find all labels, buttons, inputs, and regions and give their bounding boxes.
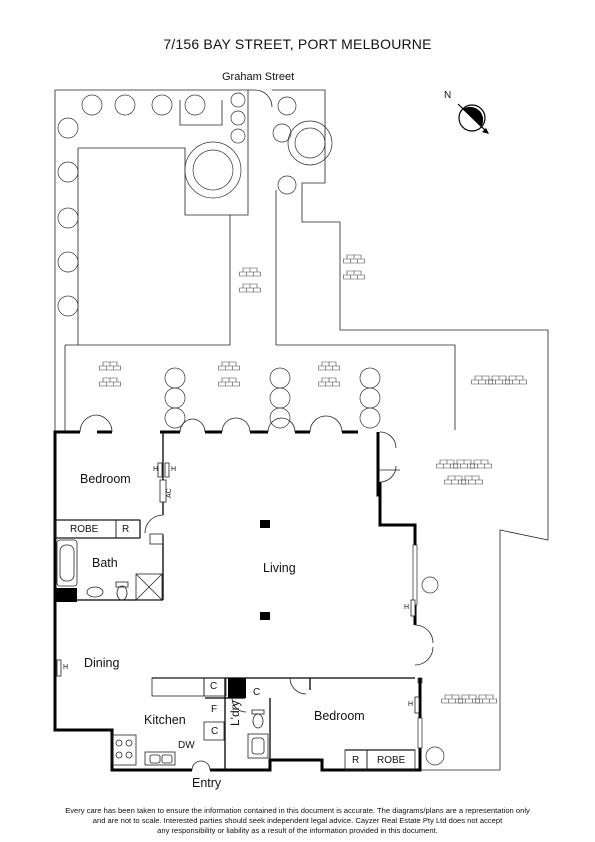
ac-label: AC: [166, 488, 173, 498]
room-kitchen: Kitchen: [144, 713, 186, 727]
disclaimer-line-3: any responsibility or liability as a res…: [157, 826, 438, 835]
heater-label-2: H: [171, 466, 177, 473]
bathroom-fixtures: [56, 533, 164, 601]
room-bedroom-1: Bedroom: [80, 472, 131, 486]
garden-trees: [57, 92, 445, 766]
disclaimer: Every care has been taken to ensure the …: [8, 806, 587, 836]
dishwasher-label: DW: [178, 740, 195, 751]
heater-label-1: H: [153, 466, 159, 473]
site-boundary: [54, 89, 549, 771]
cupboard-label-2: C: [253, 687, 261, 698]
room-living: Living: [263, 561, 296, 575]
compass-north-label: N: [444, 90, 452, 101]
robe-r-label-1: R: [122, 524, 130, 535]
exterior-walls: [53, 430, 422, 772]
heater-label-4: H: [404, 604, 410, 611]
disclaimer-line-2: and are not to scale. Interested parties…: [92, 816, 503, 825]
plan-title: 7/156 BAY STREET, PORT MELBOURNE: [163, 36, 432, 52]
wall-blocks: [55, 520, 270, 698]
room-bedroom-2: Bedroom: [314, 709, 365, 723]
room-dining: Dining: [84, 656, 120, 670]
kitchen-fixtures: [54, 519, 416, 771]
robe-label-2: ROBE: [377, 755, 406, 766]
robe-r-label-2: R: [352, 755, 360, 766]
fridge-label: F: [211, 704, 218, 715]
disclaimer-line-1: Every care has been taken to ensure the …: [65, 806, 530, 815]
heater-label-5: H: [408, 701, 414, 708]
robe-label-1: ROBE: [70, 524, 99, 535]
street-label: Graham Street: [222, 71, 295, 83]
room-laundry: L'dry: [228, 700, 242, 726]
cupboard-label-1: C: [210, 681, 218, 692]
door-swings: [79, 89, 434, 771]
compass-arrow: [482, 128, 489, 134]
heaters: [56, 462, 420, 714]
compass-needle: [457, 103, 489, 134]
compass-rose: [457, 103, 489, 134]
room-entry: Entry: [192, 776, 222, 790]
room-bath: Bath: [92, 556, 118, 570]
heater-label-3: H: [63, 664, 69, 671]
cupboard-label-3: C: [211, 726, 219, 737]
compass-fill: [463, 106, 484, 127]
